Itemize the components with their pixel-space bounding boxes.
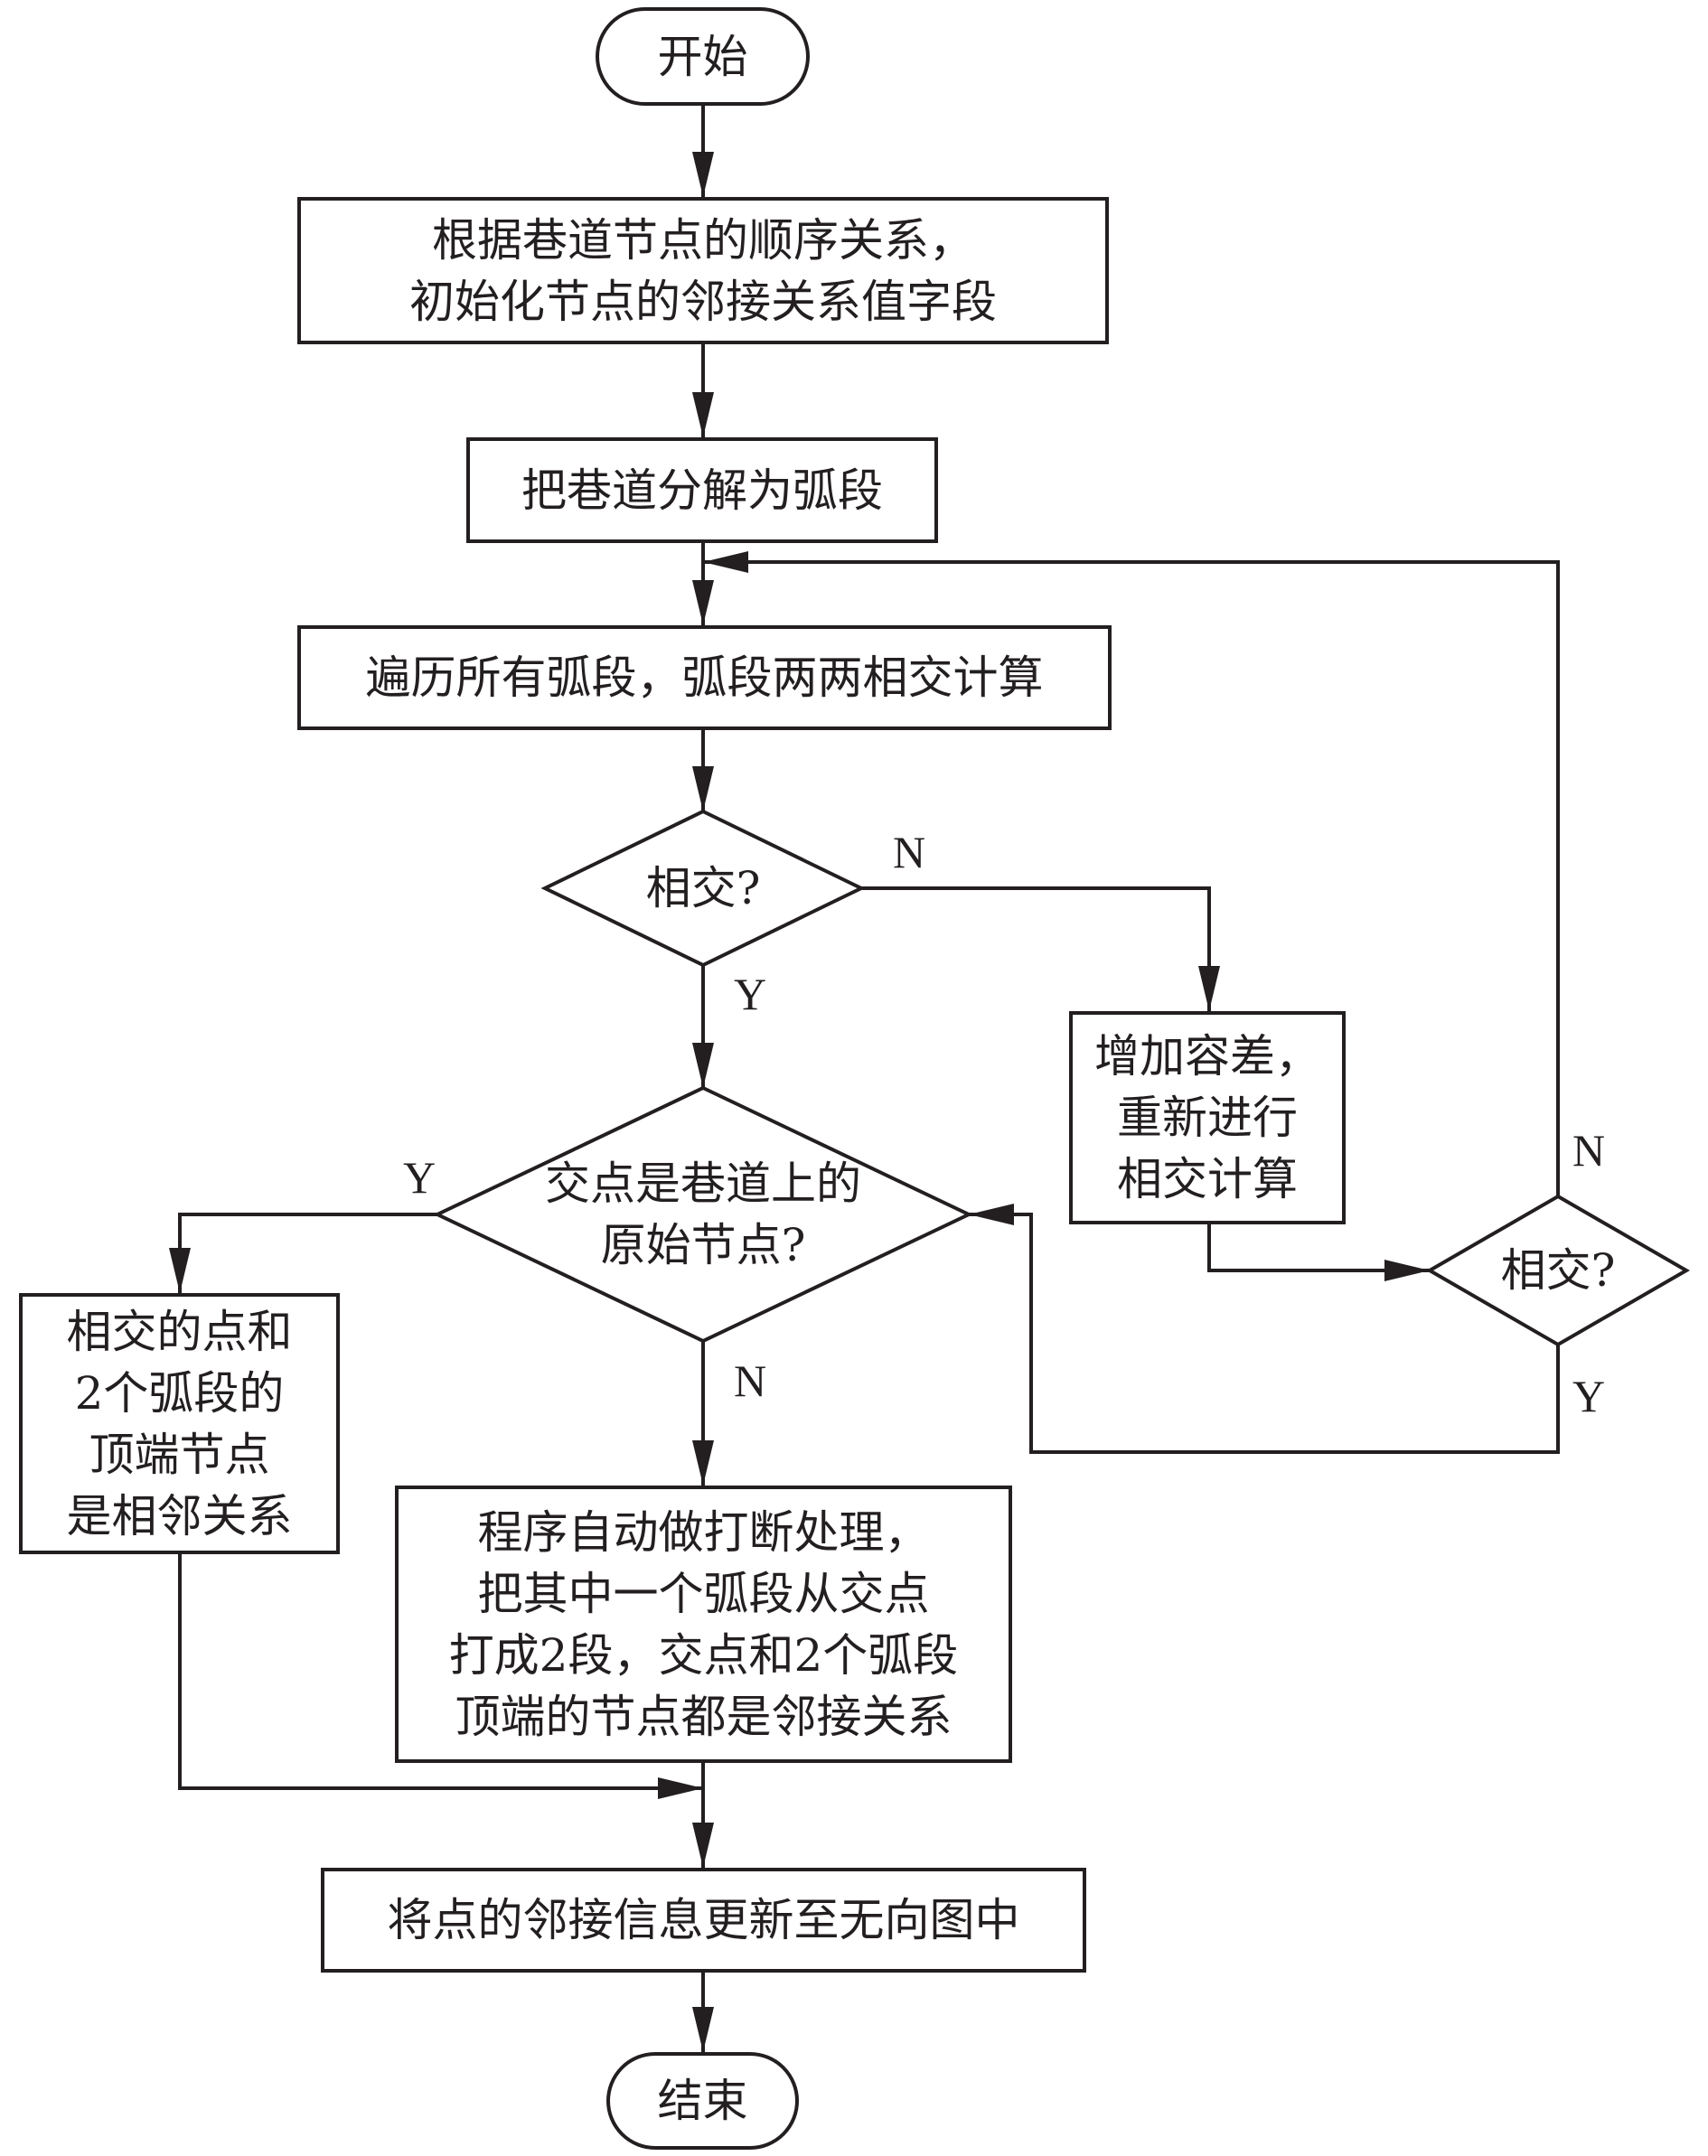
decision-original-node-shape <box>433 1085 973 1344</box>
adjacent-result-label: 相交的点和 2个弧段的 顶端节点 是相邻关系 <box>66 1305 293 1542</box>
auto-break-label: 程序自动做打断处理， 把其中一个弧段从交点 打成2段，交点和2个弧段 顶端的节点… <box>448 1505 959 1743</box>
decision-original-node: 交点是巷道上的 原始节点? <box>437 1088 969 1341</box>
end-terminal: 结束 <box>606 2052 799 2150</box>
edge-label-original-no: N <box>734 1355 767 1406</box>
edge-decision2-adjacent <box>169 1213 437 1293</box>
decision-intersect: 相交? <box>545 811 861 965</box>
start-terminal: 开始 <box>596 7 810 106</box>
decompose-label: 把巷道分解为弧段 <box>521 464 883 517</box>
edge-label-intersect-no: N <box>893 827 926 877</box>
edge-label-intersect-again-no: N <box>1572 1125 1606 1176</box>
auto-break-process: 程序自动做打断处理， 把其中一个弧段从交点 打成2段，交点和2个弧段 顶端的节点… <box>395 1486 1012 1763</box>
decompose-process: 把巷道分解为弧段 <box>466 437 938 543</box>
update-graph-process: 将点的邻接信息更新至无向图中 <box>321 1868 1086 1973</box>
traverse-process: 遍历所有弧段，弧段两两相交计算 <box>297 625 1112 730</box>
init-process: 根据巷道节点的顺序关系， 初始化节点的邻接关系值字段 <box>297 197 1109 344</box>
decision-intersect-shape <box>540 809 866 968</box>
decision-original-node-label: 交点是巷道上的 原始节点? <box>545 1158 861 1271</box>
edge-tolerance-decision3 <box>1207 1224 1430 1281</box>
edge-decision3-loop <box>703 551 1560 1196</box>
edge-label-intersect-again-yes: Y <box>1572 1371 1606 1421</box>
decision-intersect-again-shape <box>1426 1194 1690 1347</box>
start-label: 开始 <box>657 30 748 83</box>
update-graph-label: 将点的邻接信息更新至无向图中 <box>387 1894 1020 1946</box>
edge-label-intersect-yes: Y <box>734 969 767 1019</box>
decision-intersect-again: 相交? <box>1430 1196 1686 1345</box>
traverse-label: 遍历所有弧段，弧段两两相交计算 <box>365 651 1044 704</box>
adjacent-result-process: 相交的点和 2个弧段的 顶端节点 是相邻关系 <box>19 1293 340 1554</box>
end-label: 结束 <box>657 2075 748 2127</box>
decision-intersect-label: 相交? <box>645 862 761 914</box>
decision-intersect-again-label: 相交? <box>1500 1244 1616 1297</box>
edge-decision3-decision2 <box>969 1204 1560 1454</box>
edge-decision1-tolerance <box>861 886 1220 1011</box>
increase-tolerance-process: 增加容差， 重新进行 相交计算 <box>1069 1011 1346 1224</box>
increase-tolerance-label: 增加容差， 重新进行 相交计算 <box>1094 1030 1320 1205</box>
edge-label-original-yes: Y <box>403 1152 436 1203</box>
edge-adjacent-merge <box>178 1554 703 1799</box>
init-label: 根据巷道节点的顺序关系， 初始化节点的邻接关系值字段 <box>409 213 997 328</box>
